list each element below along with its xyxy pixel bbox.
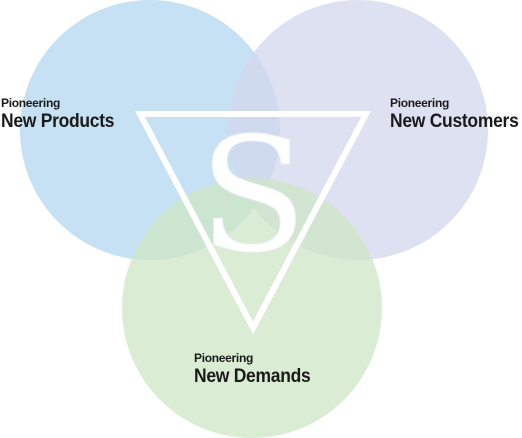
label-title: New Products (1, 111, 115, 132)
label-prefix: Pioneering (194, 351, 254, 365)
emblem-letter: S (199, 104, 307, 288)
label-new-customers: Pioneering New Customers (390, 97, 522, 131)
emblem-triangle (135, 111, 371, 335)
label-new-products: Pioneering New Products (1, 97, 124, 131)
label-prefix: Pioneering (390, 96, 450, 110)
circle-new-demands (122, 178, 382, 438)
label-prefix: Pioneering (1, 96, 61, 110)
label-new-demands: Pioneering New Demands (194, 352, 321, 386)
label-title: New Customers (390, 111, 519, 132)
label-title: New Demands (194, 366, 311, 387)
